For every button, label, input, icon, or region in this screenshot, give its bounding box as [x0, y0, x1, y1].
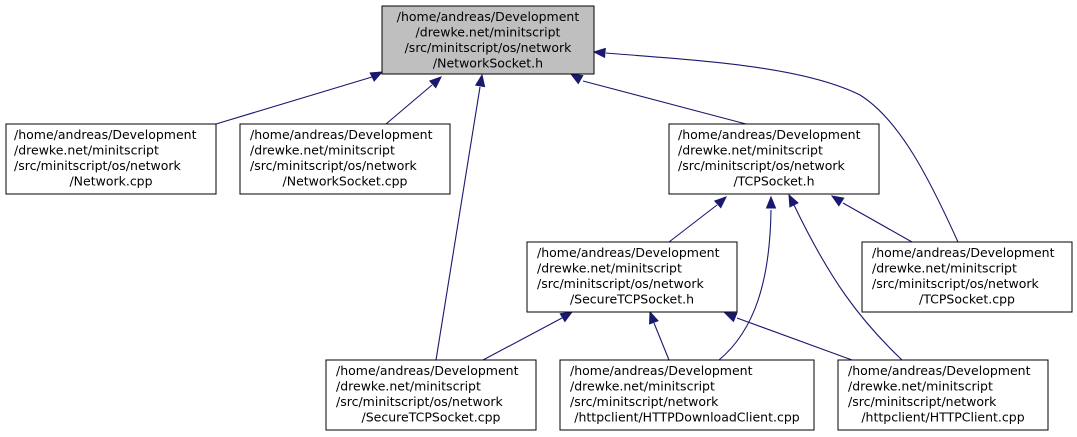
arrowhead-icon	[559, 311, 574, 323]
node-label-line: /src/minitscript/network	[570, 394, 719, 409]
edge-securetcpsocket_cpp-to-networksocket_h	[435, 73, 486, 361]
node-box	[861, 241, 1073, 313]
node-networksocket-h[interactable]: /home/andreas/Development/drewke.net/min…	[381, 5, 595, 75]
edge-networksocket_cpp-to-networksocket_h	[385, 76, 442, 125]
node-label-line: /drewke.net/minitscript	[848, 379, 993, 394]
arrowhead-icon	[369, 71, 384, 82]
node-box	[381, 5, 595, 75]
node-label-line: /drewke.net/minitscript	[416, 25, 561, 40]
edge-line	[736, 317, 853, 361]
node-networksocket-cpp[interactable]: /home/andreas/Development/drewke.net/min…	[239, 123, 451, 195]
node-label-line: /SecureTCPSocket.cpp	[362, 410, 501, 425]
node-label-line: /src/minitscript/os/network	[250, 158, 418, 173]
edge-tcpsocket_h-to-networksocket_h	[569, 73, 747, 125]
node-label-line: /drewke.net/minitscript	[250, 143, 395, 158]
edge-line	[385, 84, 433, 125]
edge-tcpsocket_cpp-to-tcpsocket_h	[830, 195, 913, 243]
node-label-line: /src/minitscript/os/network	[405, 40, 573, 55]
node-label-line: /home/andreas/Development	[537, 245, 720, 260]
edge-httpclient_cpp-to-securetcpsocket_h	[723, 312, 853, 361]
arrowhead-icon	[788, 193, 799, 208]
edge-securetcpsocket_cpp-to-securetcpsocket_h	[482, 311, 574, 361]
node-label-line: /home/andreas/Development	[14, 127, 197, 142]
node-label-line: /home/andreas/Development	[336, 363, 519, 378]
node-tcpsocket-h[interactable]: /home/andreas/Development/drewke.net/min…	[668, 123, 880, 195]
node-securetcpsocket-h[interactable]: /home/andreas/Development/drewke.net/min…	[526, 241, 738, 313]
arrowhead-icon	[592, 47, 606, 59]
node-label-line: /home/andreas/Development	[872, 245, 1055, 260]
node-label-line: /drewke.net/minitscript	[872, 261, 1017, 276]
edge-line	[668, 204, 718, 243]
node-label-line: /src/minitscript/os/network	[678, 158, 846, 173]
node-box	[5, 123, 217, 195]
edge-httpdownloadclient_cpp-to-tcpsocket_h	[718, 195, 777, 361]
node-securetcpsocket-cpp[interactable]: /home/andreas/Development/drewke.net/min…	[325, 359, 537, 431]
edge-line	[215, 76, 373, 125]
edge-securetcpsocket_h-to-tcpsocket_h	[668, 196, 727, 243]
node-label-line: /drewke.net/minitscript	[678, 143, 823, 158]
arrowhead-icon	[723, 312, 738, 323]
node-tcpsocket-cpp[interactable]: /home/andreas/Development/drewke.net/min…	[861, 241, 1073, 313]
nodes: /home/andreas/Development/drewke.net/min…	[5, 5, 1073, 431]
node-label-line: /drewke.net/minitscript	[336, 379, 481, 394]
node-httpclient-cpp[interactable]: /home/andreas/Development/drewke.net/min…	[837, 359, 1049, 431]
node-label-line: /home/andreas/Development	[250, 127, 433, 142]
edge-line	[653, 322, 670, 361]
edge-line	[718, 209, 772, 361]
arrowhead-icon	[830, 195, 845, 207]
node-label-line: /src/minitscript/os/network	[14, 158, 182, 173]
node-label-line: /home/andreas/Development	[570, 363, 753, 378]
node-box	[526, 241, 738, 313]
edge-line	[605, 52, 959, 243]
node-label-line: /src/minitscript/os/network	[336, 394, 504, 409]
edge-line	[842, 202, 913, 243]
edge-line	[482, 317, 563, 361]
node-box	[239, 123, 451, 195]
node-label-line: /home/andreas/Development	[397, 9, 580, 24]
edges	[215, 47, 959, 361]
node-label-line: /httpclient/HTTPDownloadClient.cpp	[574, 410, 800, 425]
node-label-line: /home/andreas/Development	[678, 127, 861, 142]
arrowhead-icon	[649, 310, 659, 325]
edge-network_cpp-to-networksocket_h	[215, 71, 384, 125]
node-label-line: /src/minitscript/os/network	[872, 276, 1040, 291]
node-label-line: /drewke.net/minitscript	[570, 379, 715, 394]
node-box	[559, 359, 815, 431]
node-label-line: /SecureTCPSocket.h	[570, 292, 694, 307]
arrowhead-icon	[765, 195, 777, 209]
node-label-line: /home/andreas/Development	[848, 363, 1031, 378]
arrowhead-icon	[569, 73, 584, 85]
node-label-line: /drewke.net/minitscript	[537, 261, 682, 276]
node-label-line: /httpclient/HTTPClient.cpp	[861, 410, 1024, 425]
node-box	[325, 359, 537, 431]
edge-httpdownloadclient_cpp-to-securetcpsocket_h	[649, 310, 670, 361]
arrowhead-icon	[474, 73, 486, 88]
arrowhead-icon	[428, 76, 442, 89]
node-label-line: /TCPSocket.cpp	[919, 292, 1015, 307]
node-label-line: /drewke.net/minitscript	[14, 143, 159, 158]
node-label-line: /src/minitscript/os/network	[537, 276, 705, 291]
node-label-line: /NetworkSocket.h	[433, 56, 543, 71]
arrowhead-icon	[713, 196, 727, 209]
node-network-cpp[interactable]: /home/andreas/Development/drewke.net/min…	[5, 123, 217, 195]
node-httpdownloadclient-cpp[interactable]: /home/andreas/Development/drewke.net/min…	[559, 359, 815, 431]
node-box	[837, 359, 1049, 431]
node-label-line: /TCPSocket.h	[733, 174, 814, 189]
edge-line	[435, 86, 481, 361]
edge-tcpsocket_cpp-to-networksocket_h	[592, 47, 959, 243]
edge-httpclient_cpp-to-tcpsocket_h	[788, 193, 903, 361]
node-label-line: /src/minitscript/network	[848, 394, 997, 409]
node-box	[668, 123, 880, 195]
node-label-line: /NetworkSocket.cpp	[283, 174, 408, 189]
node-label-line: /Network.cpp	[69, 174, 152, 189]
edge-line	[793, 204, 903, 361]
edge-line	[582, 80, 747, 125]
